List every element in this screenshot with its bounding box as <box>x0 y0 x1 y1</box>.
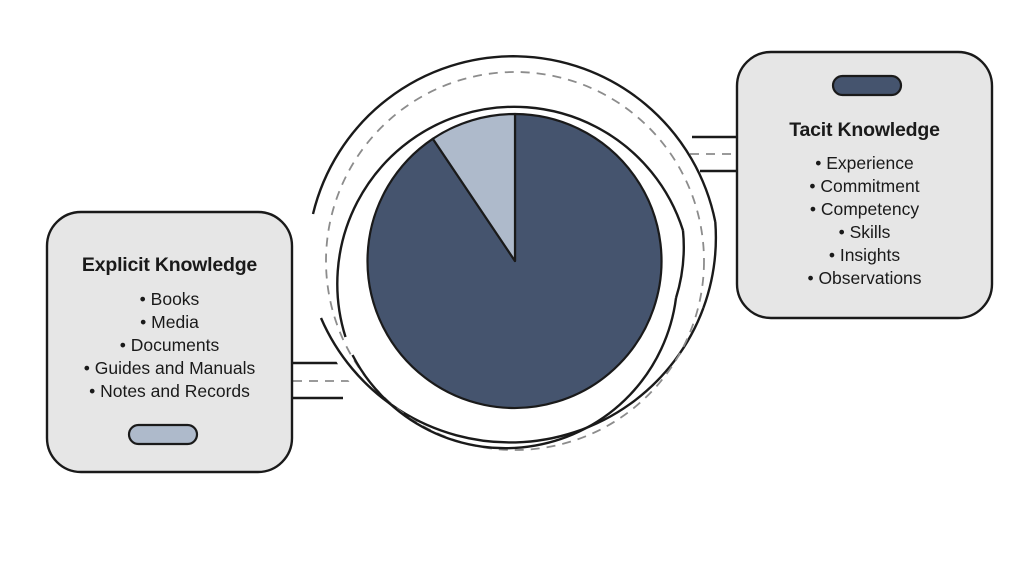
inner-ring-arc-top <box>336 105 685 338</box>
inner-ring-arc-bottomleft <box>351 297 678 450</box>
explicit-legend-pill <box>127 423 199 446</box>
outer-ring-arc-right <box>702 221 718 309</box>
explicit-card-body[interactable] <box>45 210 294 474</box>
pie-chart <box>366 112 663 410</box>
tacit-legend-pill <box>831 74 903 97</box>
explicit-knowledge-card[interactable] <box>45 210 294 474</box>
tacit-knowledge-card[interactable] <box>735 50 994 320</box>
inner-ring-arc-right <box>674 230 685 299</box>
outer-ring-arc-top <box>311 55 717 223</box>
dashed-ring <box>325 71 705 451</box>
outer-ring-arc-bottom <box>319 307 705 444</box>
ring-group <box>311 55 718 451</box>
pie-slice-explicit <box>431 112 517 263</box>
tacit-card-body[interactable] <box>735 50 994 320</box>
